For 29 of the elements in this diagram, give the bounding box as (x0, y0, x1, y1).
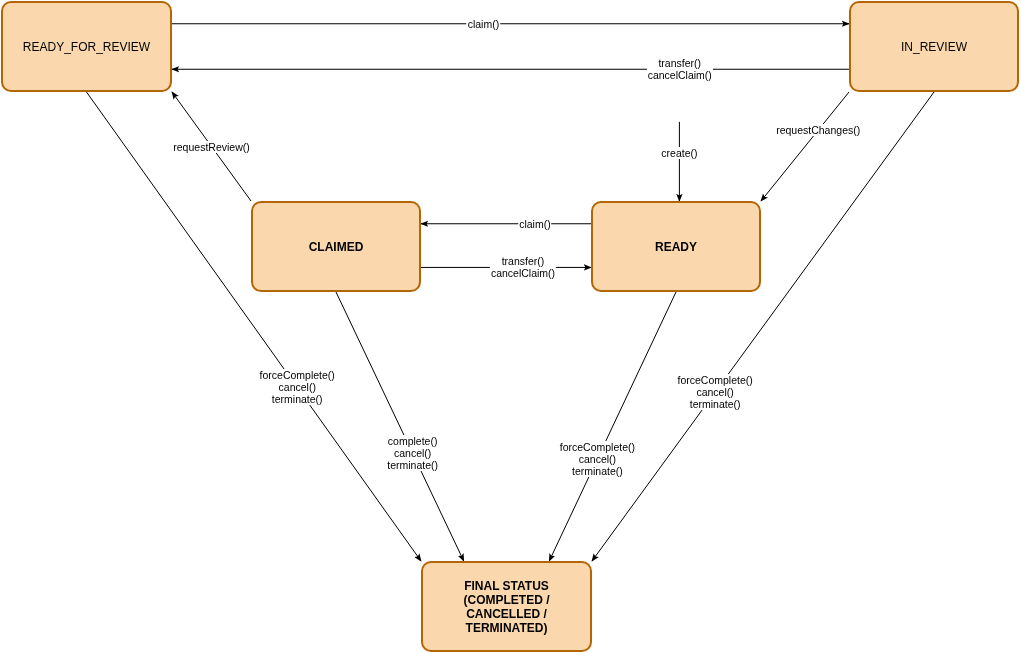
arrow (420, 220, 592, 227)
arrow (86, 91, 422, 562)
edge-label: forceComplete() cancel() terminate() (258, 369, 336, 406)
edge-label: requestChanges() (775, 124, 862, 137)
arrow (171, 66, 850, 73)
state-box (849, 1, 1019, 92)
state-label: FINAL STATUS (COMPLETED / CANCELLED / TERMINATED) (462, 578, 551, 635)
state-label: IN_REVIEW (901, 39, 967, 54)
arrow (676, 121, 683, 202)
edge-label: create() (660, 147, 699, 160)
edge-label: complete() cancel() terminate() (386, 435, 439, 472)
state-label: READY_FOR_REVIEW (22, 39, 151, 54)
state-label: CLAIMED (308, 239, 364, 254)
arrow (171, 91, 252, 202)
arrow (760, 91, 850, 202)
state-label: READY (655, 239, 697, 254)
edge-label: forceComplete() cancel() terminate() (676, 374, 754, 411)
edge-label: requestReview() (172, 140, 251, 153)
state-box (421, 561, 592, 652)
edge-label: transfer() cancelClaim() (646, 57, 713, 82)
edge-label: forceComplete() cancel() terminate() (558, 440, 637, 477)
state-box (251, 201, 421, 292)
state-box (591, 201, 761, 292)
arrow (171, 20, 850, 27)
arrow (591, 91, 935, 562)
edge-label: claim() (466, 17, 501, 30)
edge-label: claim() (518, 217, 552, 230)
edge-label: transfer() cancelClaim() (489, 255, 557, 280)
state-box (1, 1, 172, 92)
